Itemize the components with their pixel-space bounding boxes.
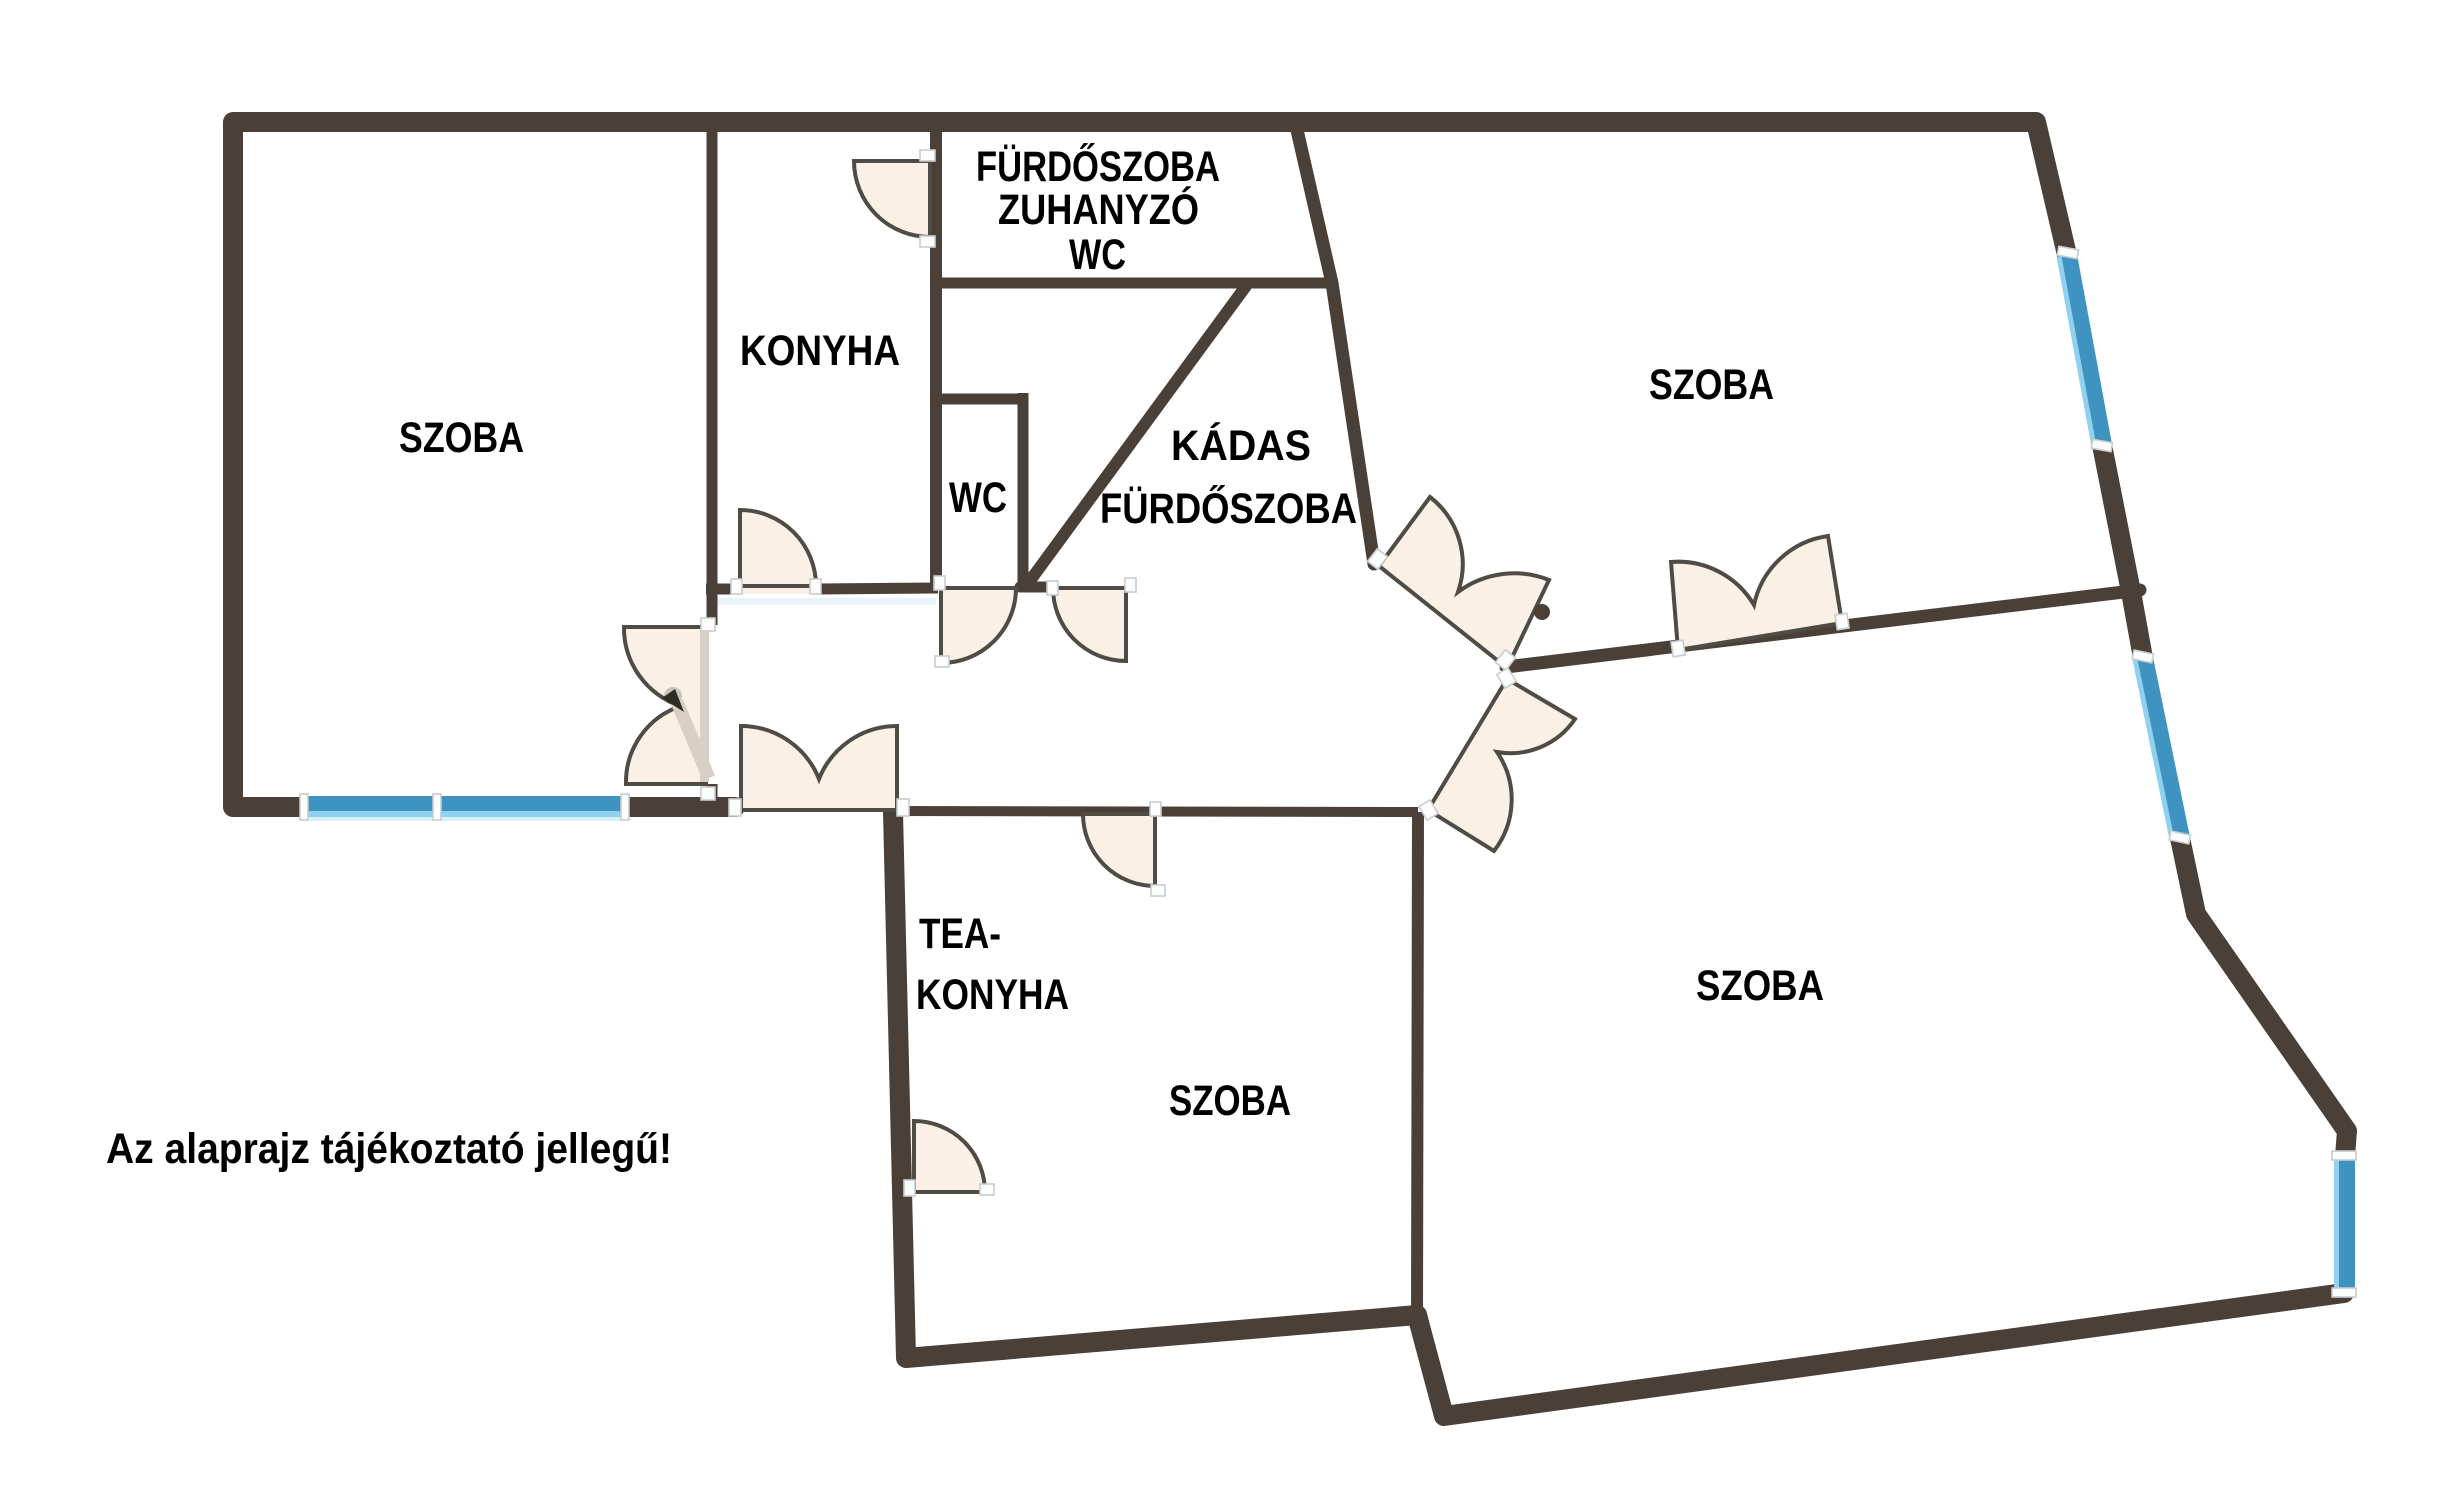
svg-text:SZOBA: SZOBA xyxy=(1696,962,1824,1010)
svg-text:WC: WC xyxy=(1069,231,1126,279)
svg-text:KONYHA: KONYHA xyxy=(916,971,1069,1019)
svg-text:SZOBA: SZOBA xyxy=(399,414,524,462)
svg-text:WC: WC xyxy=(949,474,1007,522)
svg-text:ZUHANYZÓ: ZUHANYZÓ xyxy=(998,185,1199,234)
svg-text:TEA-: TEA- xyxy=(919,910,1001,958)
svg-text:FÜRDŐSZOBA: FÜRDŐSZOBA xyxy=(976,143,1220,191)
svg-text:SZOBA: SZOBA xyxy=(1169,1077,1291,1125)
svg-text:SZOBA: SZOBA xyxy=(1649,361,1774,409)
svg-text:FÜRDŐSZOBA: FÜRDŐSZOBA xyxy=(1100,485,1357,533)
svg-text:KÁDAS: KÁDAS xyxy=(1171,422,1311,470)
svg-text:Az alaprajz tájékoztató jelleg: Az alaprajz tájékoztató jellegű! xyxy=(106,1125,672,1173)
svg-text:KONYHA: KONYHA xyxy=(740,327,900,375)
